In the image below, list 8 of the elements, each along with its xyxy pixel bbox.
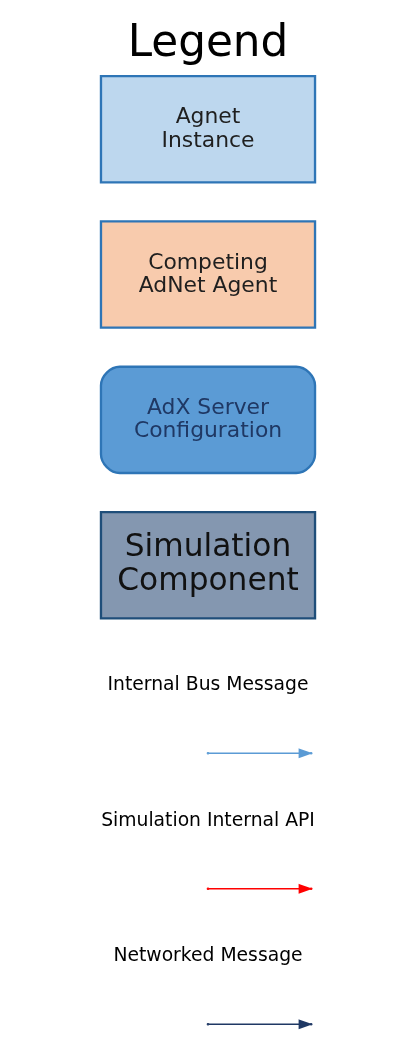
legend-label: Internal Bus Message: [107, 673, 309, 695]
legend-label: Networked Message: [113, 944, 303, 966]
legend-label: Simulation Internal API: [101, 808, 315, 830]
node-box: Simulation Component: [99, 510, 317, 620]
diagram-title: Legend: [127, 15, 289, 67]
node-box: Competing AdNet Agent: [99, 220, 317, 329]
node-box: AdX Server Configuration: [99, 365, 317, 475]
node-box: Agnet Instance: [99, 74, 317, 184]
